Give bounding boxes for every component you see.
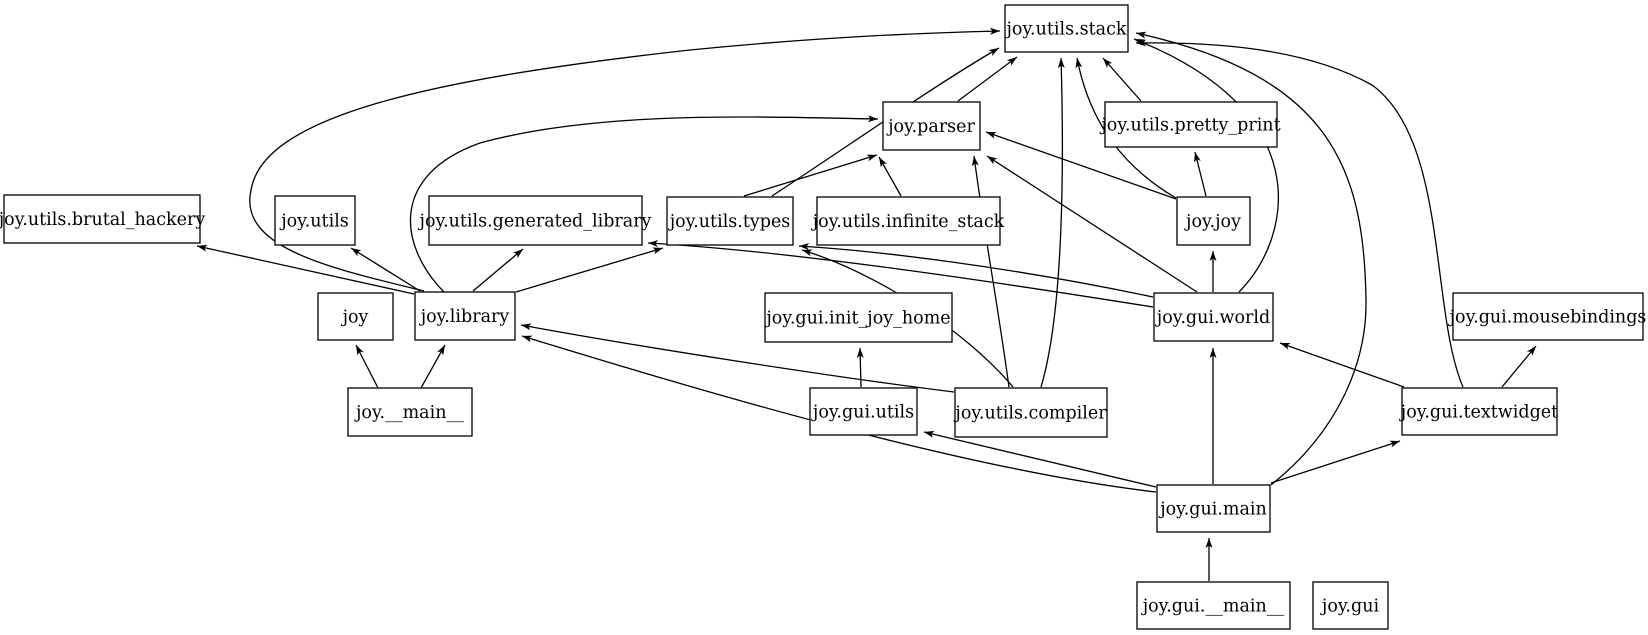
edge-joy_library-to-joy_parser — [409, 115, 879, 293]
node-joy___main__: joy.__main__ — [347, 387, 473, 437]
edges-layer — [196, 27, 1537, 581]
node-box-joy_utils_infinite_stack — [816, 196, 1001, 246]
node-joy_gui_init_joy_home: joy.gui.init_joy_home — [764, 292, 953, 343]
node-label-joy_gui_textwidget: joy.gui.textwidget — [1399, 403, 1558, 423]
node-box-joy_library — [414, 291, 516, 341]
edge-joy_gui_utils-to-joy_gui_init_joy_home — [856, 347, 864, 388]
node-joy_joy: joy.joy — [1176, 196, 1251, 246]
node-box-joy_gui___main__ — [1136, 581, 1291, 630]
edge-joy_utils_compiler-to-joy_library — [520, 323, 955, 393]
node-label-joy_gui: joy.gui — [1320, 597, 1380, 617]
node-joy_gui_main: joy.gui.main — [1156, 484, 1271, 533]
edge-joy_gui_main-to-joy_gui_utils — [923, 430, 1157, 488]
edge-joy___main__-to-joy — [355, 344, 379, 389]
node-label-joy_utils_brutal_hackery: joy.utils.brutal_hackery — [0, 210, 205, 230]
node-joy_gui_world: joy.gui.world — [1153, 292, 1274, 342]
nodes-layer: joy.utils.stack joy.parser joy.utils.prett… — [0, 4, 1647, 630]
node-joy_utils_generated_library: joy.utils.generated_library — [418, 195, 652, 246]
node-label-joy___main__: joy.__main__ — [354, 403, 464, 423]
edge-joy_joy-to-joy_utils_pretty_print — [1194, 151, 1207, 197]
node-joy_library: joy.library — [414, 291, 516, 341]
node-box-joy_gui_utils — [809, 387, 918, 436]
edge-joy_utils_compiler-to-joy_utils_stack — [1040, 57, 1065, 388]
node-box-joy_gui_textwidget — [1401, 387, 1558, 436]
node-joy: joy — [317, 292, 394, 341]
node-joy_utils: joy.utils — [274, 195, 356, 246]
node-label-joy: joy — [341, 308, 369, 328]
node-joy_utils_pretty_print: joy.utils.pretty_print — [1099, 101, 1281, 148]
node-label-joy_gui___main__: joy.gui.__main__ — [1141, 597, 1285, 617]
edge-joy_parser-to-joy_utils_stack — [957, 56, 1018, 102]
node-box-joy_gui_mousebindings — [1452, 292, 1644, 341]
node-label-joy_gui_mousebindings: joy.gui.mousebindings — [1448, 308, 1647, 328]
edge-joy_gui_main-to-joy_gui_textwidget — [1270, 440, 1401, 484]
node-joy_utils_compiler: joy.utils.compiler — [953, 387, 1108, 438]
node-label-joy_utils_generated_library: joy.utils.generated_library — [418, 212, 652, 232]
edge-joy_gui_main-to-joy_utils_stack — [1135, 31, 1367, 486]
edge-joy_library-to-joy_utils_stack — [249, 27, 1001, 292]
node-joy_gui_textwidget: joy.gui.textwidget — [1399, 387, 1558, 436]
node-box-joy_utils_compiler — [954, 387, 1108, 438]
node-joy_utils_types: joy.utils.types — [666, 196, 794, 246]
edge-joy_gui_textwidget-to-joy_gui_mousebindings — [1501, 345, 1537, 388]
node-joy_parser: joy.parser — [882, 101, 981, 151]
node-label-joy_utils: joy.utils — [279, 212, 349, 232]
node-joy_gui_mousebindings: joy.gui.mousebindings — [1448, 292, 1647, 341]
edge-joy_gui_textwidget-to-joy_utils_stack — [1135, 39, 1464, 388]
node-joy_gui___main__: joy.gui.__main__ — [1136, 581, 1291, 630]
edge-joy_gui_world-to-joy_utils_types — [798, 243, 1154, 298]
node-box-joy___main__ — [347, 387, 473, 437]
edge-joy_joy-to-joy_parser — [985, 131, 1177, 200]
node-label-joy_parser: joy.parser — [886, 117, 975, 137]
node-label-joy_utils_types: joy.utils.types — [668, 212, 791, 232]
node-box-joy_utils_generated_library — [428, 195, 643, 246]
node-box-joy_utils_brutal_hackery — [3, 194, 201, 244]
edge-joy_gui_world-to-joy_parser — [986, 155, 1198, 293]
edge-joy_gui_world-to-joy_utils_generated_library — [647, 240, 1154, 308]
edge-joy_library-to-joy_utils — [350, 247, 421, 292]
node-joy_utils_brutal_hackery: joy.utils.brutal_hackery — [0, 194, 205, 244]
node-box-joy_gui_world — [1153, 292, 1274, 342]
edge-joy_utils_pretty_print-to-joy_utils_stack — [1102, 57, 1142, 102]
node-label-joy_utils_stack: joy.utils.stack — [1005, 20, 1127, 40]
node-box-joy_utils_types — [666, 196, 794, 246]
node-joy_utils_infinite_stack: joy.utils.infinite_stack — [811, 196, 1005, 246]
edge-joy_library-to-joy_utils_brutal_hackery — [196, 244, 415, 295]
edge-joy_library-to-joy_utils_types — [515, 247, 664, 293]
node-label-joy_gui_world: joy.gui.world — [1155, 308, 1270, 328]
node-box-joy_utils_pretty_print — [1104, 101, 1278, 148]
node-box-joy — [317, 292, 394, 341]
node-label-joy_utils_infinite_stack: joy.utils.infinite_stack — [811, 212, 1005, 232]
node-box-joy_parser — [882, 101, 981, 151]
node-label-joy_gui_init_joy_home: joy.gui.init_joy_home — [764, 309, 950, 329]
node-box-joy_joy — [1176, 196, 1251, 246]
node-label-joy_utils_pretty_print: joy.utils.pretty_print — [1099, 116, 1280, 136]
edge-joy_utils_types-to-joy_parser — [743, 154, 878, 197]
edge-joy_utils_infinite_stack-to-joy_parser — [878, 156, 902, 197]
node-joy_utils_stack: joy.utils.stack — [1004, 4, 1129, 53]
node-joy_gui: joy.gui — [1312, 581, 1389, 630]
node-box-joy_utils — [274, 195, 356, 246]
edge-joy_utils_compiler-to-joy_parser — [971, 155, 1010, 388]
node-box-joy_gui_main — [1156, 484, 1271, 533]
node-box-joy_gui_init_joy_home — [764, 292, 953, 343]
edge-joy_gui_world-to-joy_utils_stack — [1133, 38, 1279, 293]
edge-joy_gui_textwidget-to-joy_gui_world — [1279, 342, 1405, 388]
node-label-joy_gui_utils: joy.gui.utils — [811, 403, 914, 423]
edge-joy___main__-to-joy_library — [420, 344, 446, 389]
node-label-joy_utils_compiler: joy.utils.compiler — [953, 404, 1107, 424]
node-box-joy_utils_stack — [1004, 4, 1129, 53]
edge-joy_library-to-joy_utils_generated_library — [472, 248, 524, 292]
node-label-joy_library: joy.library — [419, 307, 510, 327]
node-box-joy_gui — [1312, 581, 1389, 630]
node-joy_gui_utils: joy.gui.utils — [809, 387, 918, 436]
node-label-joy_gui_main: joy.gui.main — [1158, 500, 1267, 520]
node-label-joy_joy: joy.joy — [1184, 212, 1241, 232]
